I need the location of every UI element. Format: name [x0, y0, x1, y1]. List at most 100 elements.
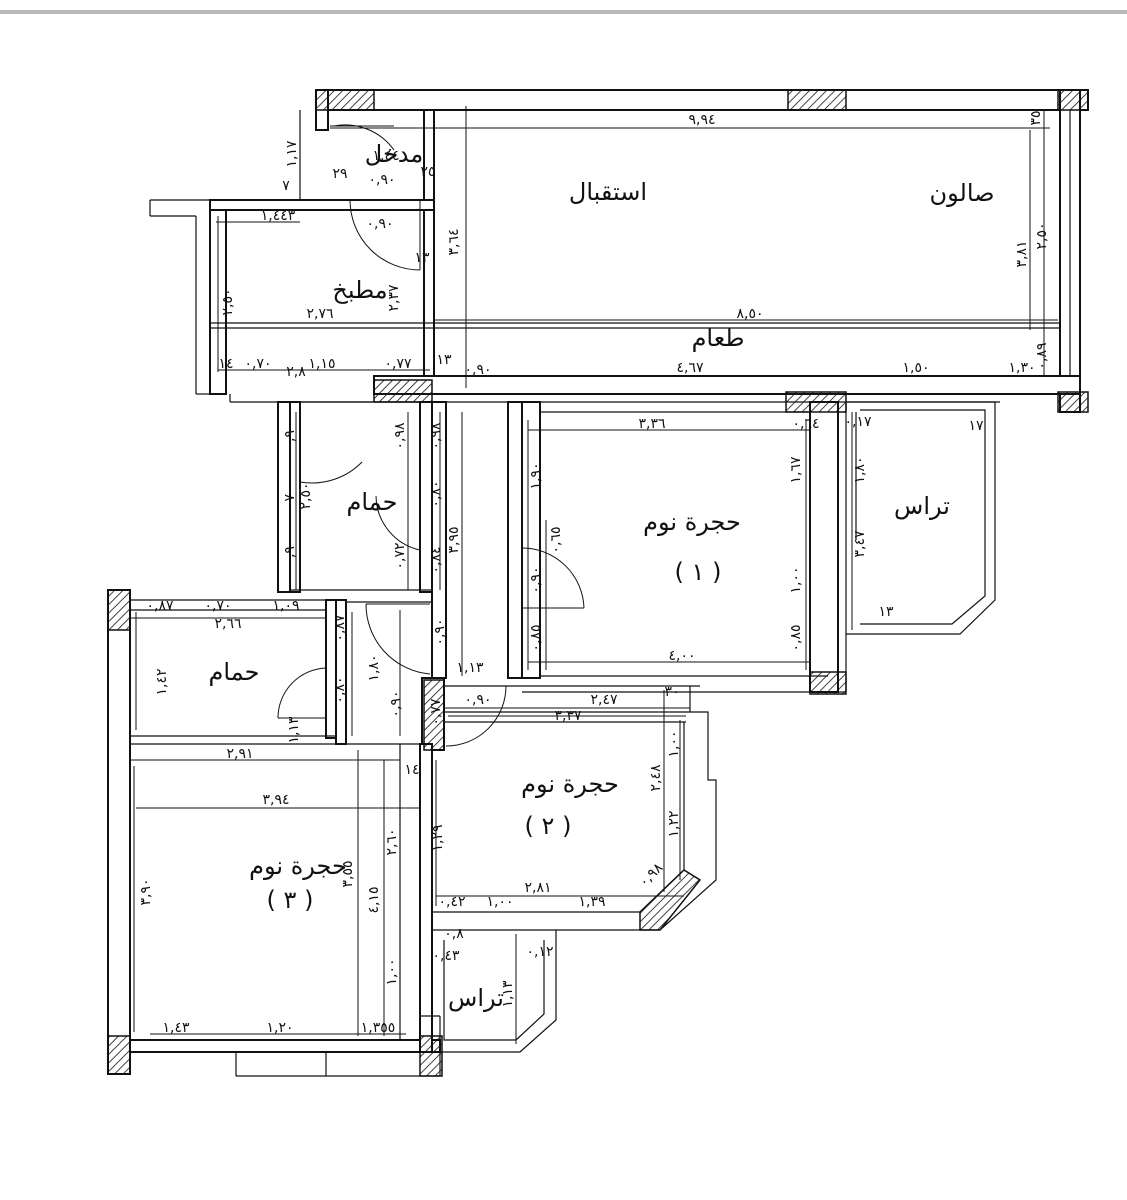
dim-label: ٠,٧٢	[392, 542, 408, 569]
dim-label: ٣,٨١	[1014, 240, 1030, 267]
dim-label: ١,٠٠	[384, 958, 400, 985]
dim-label: ١,٤٤	[372, 148, 399, 164]
dim-label: ١,١٧	[284, 140, 300, 167]
dim-label: ٠,٨٧	[332, 614, 348, 641]
room-bedroom-2: حجرة نوم	[521, 770, 619, 798]
dim-label: ٢,٩١	[226, 746, 253, 762]
dim-label: ١,٣٥٥	[361, 1020, 396, 1036]
dim-label: ١,١٣	[456, 660, 483, 676]
room-bedroom-1: حجرة نوم	[643, 508, 741, 536]
room-dining: طعام	[692, 324, 745, 352]
dim-label: ١٧	[968, 418, 984, 434]
dim-label: ١,١٣	[500, 980, 516, 1007]
dim-label: ٧٠	[282, 486, 298, 501]
dim-label: ١,٩٠	[528, 462, 544, 489]
dim-label: ٨,٥٠	[736, 306, 763, 322]
dim-label: ٣,٤٧	[852, 530, 868, 557]
dim-label: ٠,٨٠	[428, 480, 444, 507]
dim-label: ٠,٧٧	[428, 698, 444, 725]
dim-label: ٠,١٢	[526, 944, 553, 960]
dim-label: ٣,٩٤	[262, 792, 289, 808]
room-terrace-1: تراس	[894, 492, 950, 520]
dim-label: ٣,٥٥	[340, 860, 356, 887]
dim-label: ٢,٥٠	[220, 288, 236, 315]
room-labels: صالون استقبال طعام مدخل مطبخ حمام حمام ح…	[209, 140, 995, 1012]
dim-label: ١,٢٠	[266, 1020, 293, 1036]
dim-label: ٠,١٧	[844, 414, 871, 430]
dim-label: ١,١٣	[286, 716, 302, 743]
dim-label: ٠,٨٧	[146, 598, 173, 614]
dim-label: ٠,٤٢	[438, 894, 465, 910]
dim-label: ١,٢٢	[666, 810, 682, 837]
dim-label: ٠,٨٩	[1034, 342, 1050, 369]
dim-label: ١,٨٠	[852, 456, 868, 483]
dim-label: ٠,٩٠	[528, 566, 544, 593]
dim-label: ١,٠٠	[486, 894, 513, 910]
walls	[107, 89, 1089, 1077]
dim-label: ٢,٤٧	[590, 692, 617, 708]
dim-label: ٣,٣٧	[554, 708, 581, 724]
dim-label: ٤,٠٠	[668, 648, 695, 664]
dim-label: ٧	[282, 178, 290, 194]
dim-label: ٢,٣٧	[386, 284, 402, 311]
dim-label: ٣٠	[664, 684, 679, 700]
dim-label: ٤,١٥	[366, 886, 382, 913]
dim-label: ١,٥٠	[902, 360, 929, 376]
room-entrance: مدخل	[365, 140, 423, 168]
dim-label: ٠,٩٠	[368, 172, 395, 188]
dim-label: ١,٤٣	[162, 1020, 189, 1036]
dim-label: ٠,٩٠	[464, 692, 491, 708]
dim-label: ٠,٧٧	[384, 356, 411, 372]
room-kitchen: مطبخ	[332, 276, 387, 304]
dim-label: ٢,٨	[286, 364, 306, 380]
dim-label: ٠,٤٣	[432, 948, 459, 964]
dim-label: ٠,٦٥	[548, 526, 564, 553]
room-reception: استقبال	[569, 178, 647, 206]
dim-label: ٠,٩٨	[392, 422, 408, 449]
dim-label: ١,٢٩	[430, 824, 446, 851]
dim-label: ١,٠٠	[666, 730, 682, 757]
dim-label: ٠,٩٠	[464, 362, 491, 378]
dim-label: ٢٥	[420, 164, 435, 180]
dim-label: ٠,٨٠	[332, 676, 348, 703]
dim-label: ١٣	[878, 604, 894, 620]
dim-label: ١,٠٩	[272, 598, 299, 614]
dim-label: ٠,٩٠	[366, 216, 393, 232]
room-bathroom-2: حمام	[209, 658, 260, 686]
dim-label: ٢,٤٨	[648, 764, 664, 791]
top-bar	[0, 0, 1127, 14]
dim-label: ٠,٨٥	[788, 624, 804, 651]
dim-label: ٢,٨١	[524, 880, 551, 896]
dim-label: ١,٤٤٣	[261, 208, 296, 224]
room-bedroom-2-number: ( ٢ )	[525, 812, 572, 840]
dim-label: ٩,٩٤	[688, 112, 715, 128]
room-salon: صالون	[929, 179, 994, 207]
dim-label: ٣,٦٤	[446, 228, 462, 255]
dim-label: ٠,٨	[444, 926, 464, 942]
room-bedroom-3-number: ( ٣ )	[267, 886, 314, 914]
dim-label: ٠,٩٨	[636, 860, 667, 891]
dim-label: ١٤	[404, 762, 419, 778]
dim-label: ١,٣٩	[578, 894, 605, 910]
dim-label: ٠,٨٥	[528, 624, 544, 651]
dim-label: ١,٨٠	[366, 654, 382, 681]
dim-label: ٢,٧٦	[306, 306, 333, 322]
dim-label: ١,٤٢	[154, 668, 170, 695]
dim-label: ٢,٥٠	[1034, 222, 1050, 249]
dim-label: ١٤	[218, 356, 233, 372]
room-bathroom-1: حمام	[347, 488, 398, 516]
dim-label: ٢,٦٠	[384, 828, 400, 855]
dim-label: ٢,٥٠	[298, 482, 314, 509]
dim-label: ٢,٦٦	[214, 616, 241, 632]
dim-label: ٣,٩٠	[138, 878, 154, 905]
dim-label: ١,٠٠	[788, 566, 804, 593]
dim-label: ٠,٧٠	[244, 356, 271, 372]
dim-label: ٠,٦٤	[792, 416, 819, 432]
room-terrace-2: تراس	[448, 984, 504, 1012]
dim-label: ١,٣٠	[1008, 360, 1035, 376]
dim-label: ١,٦٧	[788, 456, 804, 483]
room-bedroom-1-number: ( ١ )	[675, 558, 722, 586]
dim-label: ١٣	[436, 352, 452, 368]
dim-label: ٣,٩٥	[446, 526, 462, 553]
